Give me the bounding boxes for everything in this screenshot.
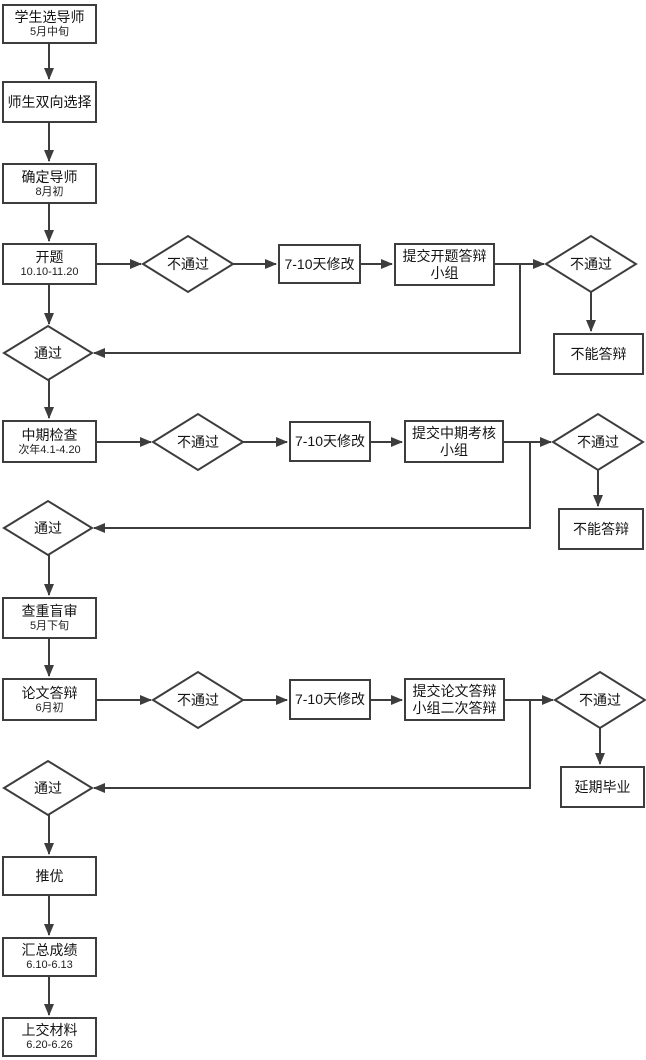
node-mutual-selection: 师生双向选择 [2, 81, 97, 123]
diamond-midterm-pass-shape [2, 499, 94, 557]
node-midterm-date: 次年4.1-4.20 [18, 443, 81, 456]
diamond-defense-pass-shape [2, 759, 94, 817]
node-midterm-no-defense-label: 不能答辩 [573, 520, 629, 537]
node-proposal-resubmit-label: 提交开题答辩 小组 [402, 247, 487, 281]
node-proposal-no-defense: 不能答辩 [553, 333, 644, 375]
node-submit-materials-label: 上交材料 [21, 1022, 78, 1039]
node-proposal-no-defense-label: 不能答辩 [570, 345, 627, 362]
node-delay-graduation-label: 延期毕业 [574, 778, 631, 795]
node-proposal-revise-label: 7-10天修改 [284, 255, 355, 272]
edge-midterm-resubmit-to-midterm-pass [93, 442, 531, 533]
node-confirm-advisor: 确定导师 8月初 [2, 163, 97, 204]
edge-defense-resubmit-to-defense-pass [93, 700, 531, 793]
node-blind-review: 查重盲审 5月下旬 [2, 597, 97, 639]
node-proposal: 开题 10.10-11.20 [2, 243, 97, 285]
node-midterm: 中期检查 次年4.1-4.20 [2, 420, 97, 463]
node-select-advisor: 学生选导师 5月中旬 [2, 4, 97, 44]
node-proposal-revise: 7-10天修改 [278, 244, 361, 284]
diamond-midterm-fail-shape [151, 412, 245, 472]
node-defense-resubmit: 提交论文答辩 小组二次答辩 [404, 678, 505, 721]
node-mutual-selection-label: 师生双向选择 [7, 93, 92, 110]
node-midterm-resubmit-label: 提交中期考核 小组 [412, 424, 496, 458]
node-thesis-defense-date: 6月初 [35, 701, 64, 714]
node-midterm-revise: 7-10天修改 [289, 421, 371, 462]
node-proposal-date: 10.10-11.20 [20, 266, 79, 279]
node-recommend-excellent-label: 推优 [35, 867, 64, 884]
node-aggregate-scores-label: 汇总成绩 [21, 942, 78, 959]
node-submit-materials: 上交材料 6.20-6.26 [2, 1017, 97, 1057]
node-midterm-label: 中期检查 [21, 426, 78, 443]
diamond-defense-fail2-shape [553, 670, 646, 730]
node-submit-materials-date: 6.20-6.26 [26, 1039, 73, 1052]
node-defense-revise-label: 7-10天修改 [294, 691, 366, 708]
node-select-advisor-label: 学生选导师 [14, 9, 85, 26]
node-aggregate-scores-date: 6.10-6.13 [26, 959, 73, 972]
edge-proposal-resubmit-to-proposal-pass [93, 264, 521, 358]
node-thesis-defense-label: 论文答辩 [21, 684, 78, 701]
node-proposal-label: 开题 [35, 249, 64, 266]
node-blind-review-label: 查重盲审 [21, 603, 78, 620]
node-midterm-no-defense: 不能答辩 [558, 508, 644, 550]
diamond-defense-fail-shape [151, 670, 245, 730]
diamond-proposal-fail2-shape [544, 234, 638, 294]
node-select-advisor-date: 5月中旬 [29, 26, 70, 39]
node-confirm-advisor-date: 8月初 [35, 185, 64, 198]
diamond-midterm-fail2-shape [551, 412, 645, 472]
node-delay-graduation: 延期毕业 [560, 766, 645, 808]
node-blind-review-date: 5月下旬 [29, 620, 70, 633]
node-proposal-resubmit: 提交开题答辩 小组 [394, 243, 495, 286]
node-recommend-excellent: 推优 [2, 856, 97, 896]
node-aggregate-scores: 汇总成绩 6.10-6.13 [2, 937, 97, 977]
diamond-proposal-pass-shape [2, 324, 94, 382]
diamond-proposal-fail-shape [141, 234, 235, 294]
node-midterm-resubmit: 提交中期考核 小组 [404, 420, 504, 463]
node-defense-revise: 7-10天修改 [289, 679, 371, 720]
node-defense-resubmit-label: 提交论文答辩 小组二次答辩 [412, 682, 497, 716]
node-confirm-advisor-label: 确定导师 [21, 168, 78, 185]
node-thesis-defense: 论文答辩 6月初 [2, 678, 97, 721]
node-midterm-revise-label: 7-10天修改 [294, 433, 366, 450]
